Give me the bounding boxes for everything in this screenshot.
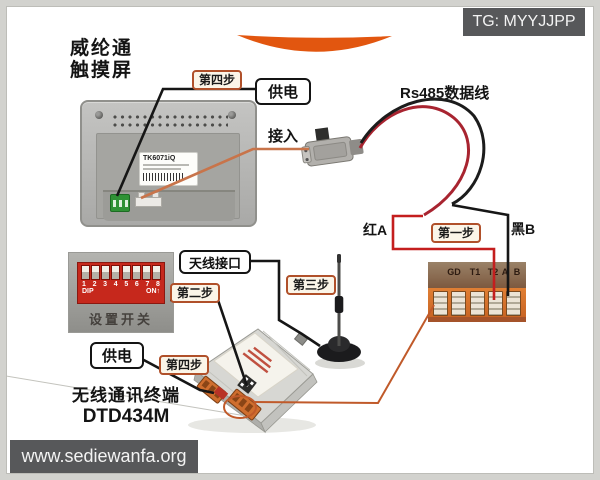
touchscreen-title: 威纶通 触摸屏	[70, 38, 133, 83]
sticker-line	[143, 168, 181, 170]
dip-switch-numbers: 1 2 3 4 5 6 7 8	[81, 280, 161, 288]
orange-swoosh	[237, 35, 392, 52]
screw-icon	[228, 111, 236, 119]
power-label-bottom: 供电	[90, 342, 144, 369]
connect-label: 接入	[268, 128, 299, 145]
title-line1: 威纶通	[70, 38, 134, 59]
device-name-line1: 无线通讯终端	[72, 386, 180, 405]
qr-code-icon	[237, 374, 257, 394]
orange-zoom-line	[253, 304, 435, 405]
on-label: ON↑	[146, 288, 160, 295]
orange-wire-loop	[223, 395, 257, 419]
vent-holes	[112, 114, 228, 131]
dip-caption: 设置开关	[88, 312, 153, 327]
terminal-block-base	[428, 317, 526, 322]
step4-badge-bottom: 第四步	[159, 355, 210, 376]
dip-num: 8	[156, 281, 160, 288]
step2-badge: 第二步	[170, 283, 221, 304]
pin-label-a: A	[501, 267, 509, 277]
black-b-label: 黑B	[511, 221, 536, 237]
terminal-block-photo: GD T1 T2 A B	[428, 262, 526, 322]
model-number: TK6071iQ	[143, 155, 176, 162]
pin-label-b: B	[513, 267, 521, 277]
terminal-block-clamps	[428, 288, 526, 317]
dip-num: 2	[92, 281, 97, 288]
site-watermark: www.sediewanfa.org	[10, 440, 198, 473]
dip-num: 5	[124, 281, 129, 288]
dip-num: 6	[134, 281, 139, 288]
pin-label-t2: T2	[487, 267, 499, 277]
barcode	[143, 173, 185, 181]
pin-label-t1: T1	[469, 267, 481, 277]
wireless-terminal-name: 无线通讯终端 DTD434M	[50, 386, 202, 427]
tg-watermark: TG: MYYJJPP	[463, 8, 585, 36]
touchscreen-back-photo: TK6071iQ	[80, 100, 257, 227]
red-a-label: 红A	[363, 222, 388, 238]
dip-switch-levers	[81, 265, 161, 280]
red-jumper	[213, 386, 229, 400]
step4-badge-top: 第四步	[192, 70, 243, 91]
antenna-port-label: 天线接口	[179, 250, 251, 274]
step3-badge: 第三步	[286, 275, 337, 296]
antenna-photo	[315, 254, 365, 369]
rs485-black-wire	[359, 97, 486, 206]
step1-badge: 第一步	[431, 223, 482, 244]
device-model: DTD434M	[82, 405, 170, 427]
model-sticker: TK6071iQ	[139, 152, 198, 186]
title-line2: 触摸屏	[70, 60, 134, 82]
rs485-red-wire	[358, 105, 470, 217]
power-label-top: 供电	[255, 78, 311, 105]
dip-num: 7	[145, 281, 150, 288]
dip-switch-photo: 1 2 3 4 5 6 7 8 DIP ON↑ 设置开关	[68, 252, 174, 333]
dip-switch-markings: DIP ON↑	[81, 288, 161, 295]
rs485-cable-label: Rs485数据线	[400, 85, 490, 102]
power-terminal-green	[110, 194, 130, 212]
screw-icon	[95, 111, 103, 119]
terminal-block-pin-labels: GD T1 T2 A B	[428, 262, 526, 288]
dip-num: 3	[103, 281, 108, 288]
db9-connector-photo	[301, 127, 364, 167]
antenna-leader-line	[246, 259, 321, 348]
dip-num: 1	[82, 281, 86, 288]
sticker-line	[143, 164, 189, 166]
dip-switch-body: 1 2 3 4 5 6 7 8 DIP ON↑	[77, 262, 165, 304]
label-red-text-lines	[242, 346, 273, 374]
dip-num: 4	[113, 281, 118, 288]
pin-label-gd: GD	[447, 267, 461, 277]
terminal-connector-b	[227, 388, 262, 421]
serial-port	[135, 197, 162, 207]
antenna-port-stub	[293, 332, 309, 346]
dip-label: DIP	[82, 288, 94, 295]
